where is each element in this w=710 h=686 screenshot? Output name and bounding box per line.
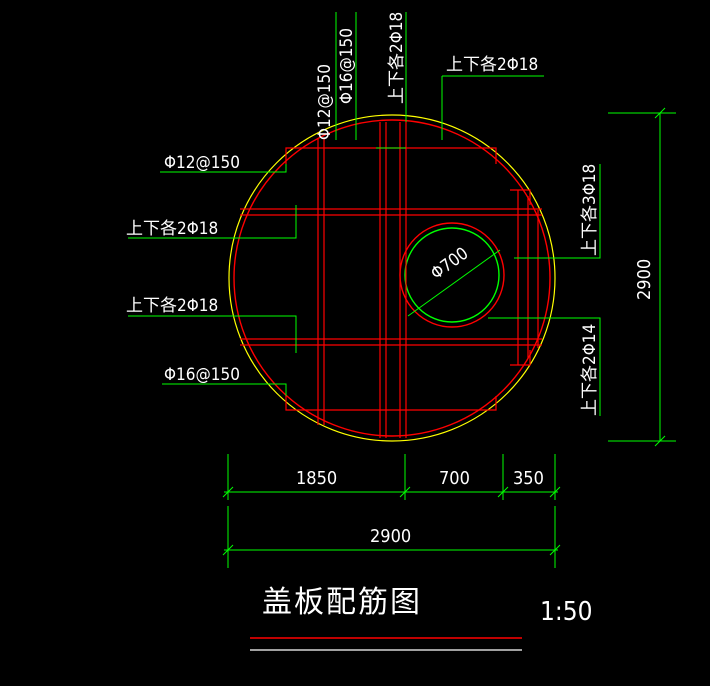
dimension-lines xyxy=(222,107,676,568)
label-right-2: 上下各2Φ14 xyxy=(580,324,600,416)
label-left-1: Φ12@150 xyxy=(164,153,240,173)
plate-rebar-ring xyxy=(233,119,551,437)
leader-lines xyxy=(128,12,601,416)
dim-total-horizontal: 2900 xyxy=(370,526,411,547)
dim-seg-350: 350 xyxy=(513,468,544,489)
label-left-4: Φ16@150 xyxy=(164,365,240,385)
opening-outline xyxy=(404,227,500,323)
plate-outer-outline xyxy=(228,114,556,442)
label-opening-diameter: Φ700 xyxy=(427,244,472,284)
dim-total-vertical: 2900 xyxy=(634,259,655,300)
drawing-scale: 1:50 xyxy=(540,597,593,627)
label-left-3: 上下各2Φ18 xyxy=(126,296,218,316)
dim-seg-1850: 1850 xyxy=(296,468,337,489)
label-right-1: 上下各3Φ18 xyxy=(580,164,600,256)
label-top-mid: 上下各2Φ18 xyxy=(387,12,407,104)
label-left-2: 上下各2Φ18 xyxy=(126,219,218,239)
label-top-left-2: Φ16@150 xyxy=(337,28,357,104)
rebar-grid xyxy=(240,122,542,438)
opening-rebar-ring xyxy=(399,222,505,328)
dim-seg-700: 700 xyxy=(439,468,470,489)
label-top-right: 上下各2Φ18 xyxy=(446,55,538,75)
label-top-left-1: Φ12@150 xyxy=(315,64,335,140)
drawing-title: 盖板配筋图 xyxy=(262,585,422,620)
